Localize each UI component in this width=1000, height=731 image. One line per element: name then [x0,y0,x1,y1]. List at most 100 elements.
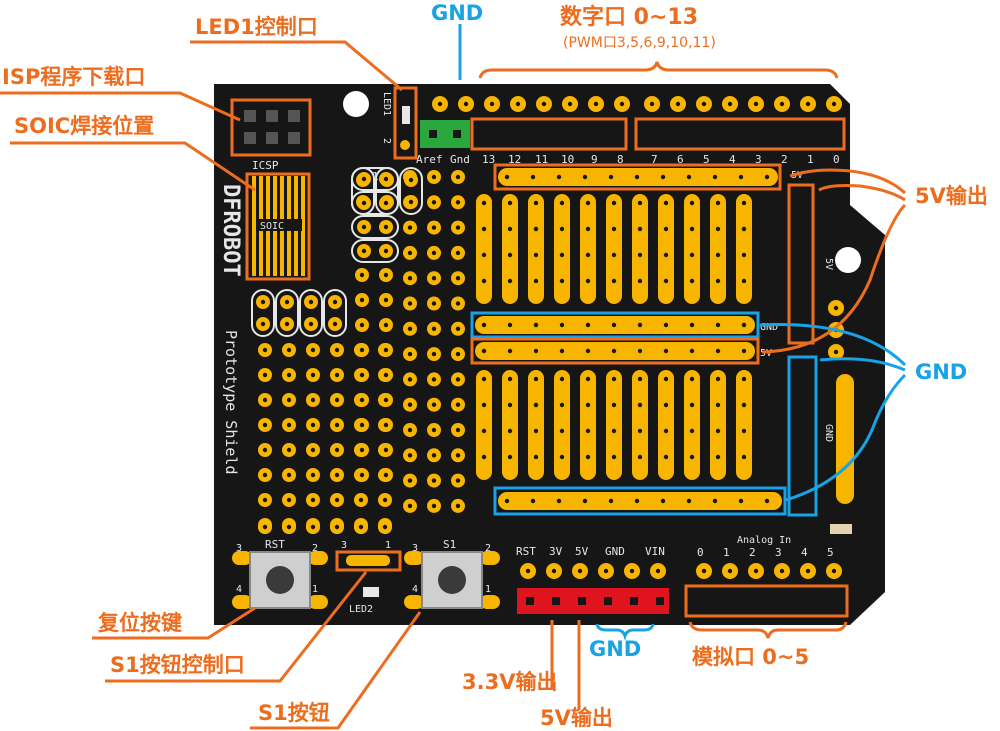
pad-hole [715,226,721,232]
pad-hole [689,402,695,408]
pad-hole [701,568,707,574]
pad-hole [533,200,539,206]
pad-hole [715,322,721,328]
pad-hole [611,402,617,408]
soic-pad [252,176,256,276]
pad-hole [779,101,785,107]
soic-footprint [245,172,311,281]
pad-hole [833,349,839,355]
pin-block-outline [399,167,423,215]
header-hole [532,130,540,138]
vertical-strip [684,370,700,480]
pad-hole [686,174,692,180]
header-hole [558,130,566,138]
pad-hole [431,351,437,357]
pad-hole [334,397,340,403]
pad-hole [689,428,695,434]
pad-hole [663,402,669,408]
5v-side-silk: 5V [823,258,834,270]
title-silk: Prototype Shield [222,330,240,475]
icsp-pins [244,110,300,144]
pad-hole [675,101,681,107]
digital-brace [478,61,839,79]
pad-hole [663,200,669,206]
pad-hole [310,422,316,428]
pad-hole [383,397,389,403]
pad-hole [507,278,513,284]
pad-hole [634,174,640,180]
pad-hole [334,422,340,428]
vertical-strip [528,370,544,480]
pad-hole [310,372,316,378]
pad-hole [455,301,461,306]
pad-hole [431,301,437,306]
pad-hole [359,397,365,403]
pad-hole [611,454,617,460]
analog-header [684,584,849,618]
pad-hole [585,454,591,460]
vertical-strip [476,194,492,304]
pad-hole [407,503,413,509]
pin5-silk: 5 [703,153,710,166]
pad-hole [655,568,661,574]
gnd-leader-bottom [785,373,907,502]
pad-hole [611,348,617,354]
pad-hole [507,252,513,258]
vertical-strip [736,370,752,480]
pad-hole [637,226,643,232]
pad-hole [637,376,643,382]
vertical-strip [632,194,648,304]
pad-hole [585,200,591,206]
pad-hole [551,568,557,574]
vertical-strip [710,194,726,304]
pin3-silk: 3 [755,153,762,166]
pad-hole [431,276,437,281]
gnd-right-label: GND [915,360,967,384]
pad-hole [455,478,461,483]
pad-hole [507,348,513,354]
pad-hole [286,372,292,378]
pad-hole [310,524,316,530]
pad-hole [611,278,617,284]
pad-hole [764,174,770,180]
pad-hole [741,226,747,232]
pad-hole [334,347,340,353]
pad-hole [559,278,565,284]
pad-hole [455,503,461,509]
power-header [517,588,669,614]
pad-hole [585,428,591,434]
soic-label: SOIC焊接位置 [14,114,154,138]
vertical-strip [502,194,518,304]
pad-hole [805,568,811,574]
header-hole [630,597,638,605]
pad-hole [608,498,614,504]
pad-hole [585,402,591,408]
pad-hole [559,226,565,232]
icsp-pin [288,132,300,144]
pad-hole [533,322,539,328]
pad-hole [689,278,695,284]
s1-control-port [335,550,402,572]
button-pad [480,595,500,609]
pad-hole [431,478,437,483]
power-vin-silk: VIN [645,545,665,558]
rst-pin3-silk: 3 [236,543,242,554]
header-hole [797,247,805,255]
pad-hole [689,454,695,460]
pad-hole [712,174,718,180]
pad-hole [541,101,547,107]
a1-silk: 1 [723,546,730,559]
pad-hole [663,278,669,284]
pad-hole [715,402,721,408]
pad-hole [663,252,669,258]
soic-leader [10,141,256,192]
led1-pin-silk: 2 [381,138,392,144]
s1-pin3-silk: 3 [412,543,418,554]
pad-hole [455,200,461,205]
pad-hole [308,321,314,327]
pad-hole [637,322,643,328]
pad-hole [611,200,617,206]
header-hole [506,130,514,138]
pad-hole [686,498,692,504]
vertical-strip [632,370,648,480]
